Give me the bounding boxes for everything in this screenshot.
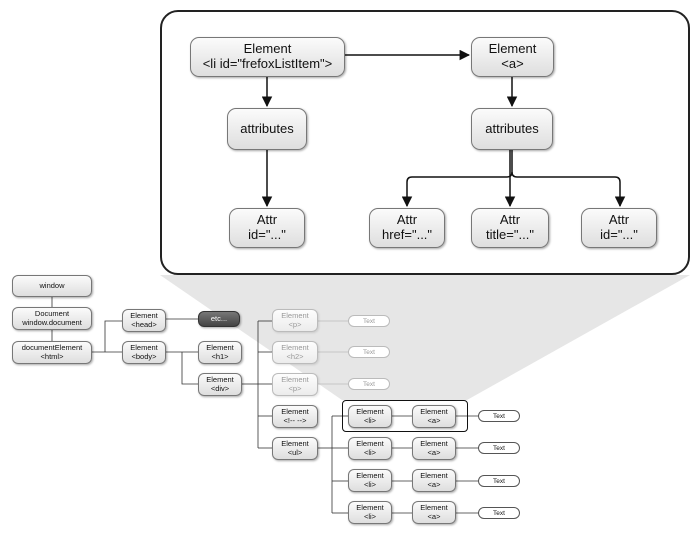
text-node-li-3: Text <box>478 475 520 487</box>
div-element-node: Element<div> <box>198 373 242 396</box>
a-element-node-1: Element<a> <box>412 405 456 428</box>
p-element-node-2: Element<p> <box>272 373 318 396</box>
li-element-node-2: Element<li> <box>348 437 392 460</box>
h1-element-node: Element<h1> <box>198 341 242 364</box>
text-node-p1: Text <box>348 315 390 327</box>
document-element-node: documentElement<html> <box>12 341 92 364</box>
li-element-node-1: Element<li> <box>348 405 392 428</box>
text-node-li-4: Text <box>478 507 520 519</box>
li-element-node: Element<li id="frefoxListItem"> <box>190 37 345 77</box>
li-element-node-3: Element<li> <box>348 469 392 492</box>
etc-node: etc... <box>198 311 240 327</box>
a-element-node-4: Element<a> <box>412 501 456 524</box>
text-node-li-2: Text <box>478 442 520 454</box>
a-attributes-node: attributes <box>471 108 553 150</box>
text-node-p2: Text <box>348 378 390 390</box>
text-node-h2: Text <box>348 346 390 358</box>
body-element-node: Element<body> <box>122 341 166 364</box>
li-attributes-node: attributes <box>227 108 307 150</box>
ul-element-node: Element<ul> <box>272 437 318 460</box>
highlight-box <box>342 400 468 432</box>
text-node-li-1: Text <box>478 410 520 422</box>
li-element-node-4: Element<li> <box>348 501 392 524</box>
window-node: window <box>12 275 92 297</box>
a-element-node-3: Element<a> <box>412 469 456 492</box>
comment-element-node: Element<!-- --> <box>272 405 318 428</box>
h2-element-node: Element<h2> <box>272 341 318 364</box>
a-element-node: Element<a> <box>471 37 554 77</box>
a-element-node-2: Element<a> <box>412 437 456 460</box>
p-element-node-1: Element<p> <box>272 309 318 332</box>
head-element-node: Element<head> <box>122 309 166 332</box>
